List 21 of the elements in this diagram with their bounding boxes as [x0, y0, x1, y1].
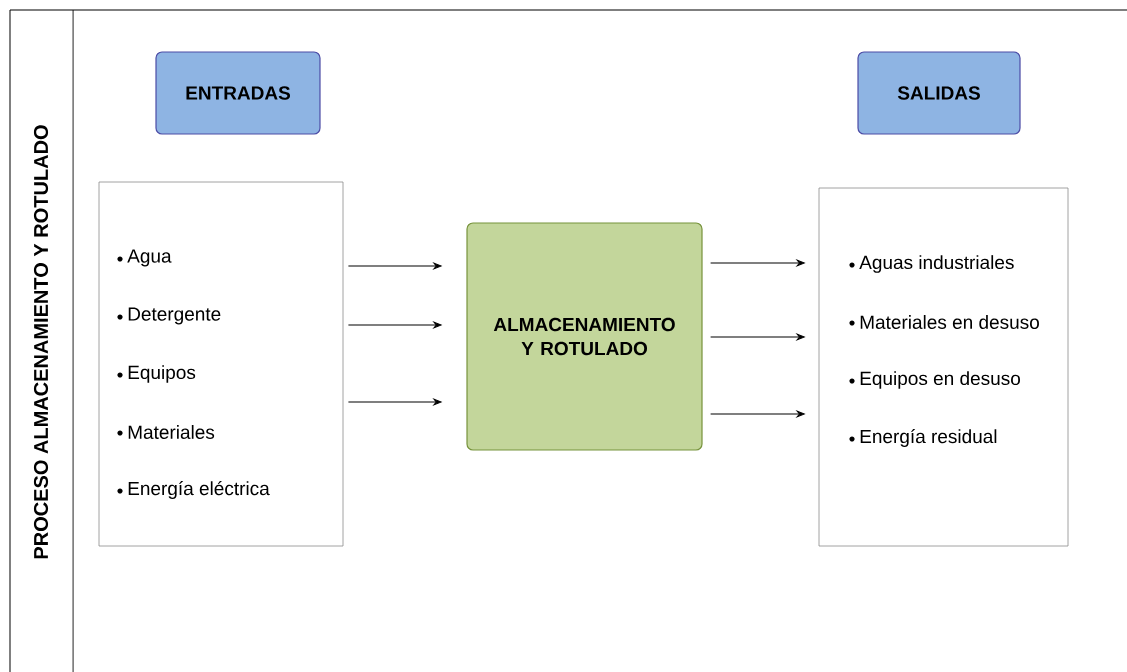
list-item: Materiales — [128, 425, 215, 439]
list-item: Equipos — [128, 365, 196, 383]
arrow — [710, 259, 805, 267]
arrow — [347, 398, 442, 406]
arrow — [347, 321, 442, 329]
list-box — [98, 181, 344, 547]
list-item: Energía residual — [860, 429, 997, 447]
list-box — [818, 187, 1069, 547]
list-item: Equipos en desuso — [860, 371, 1020, 389]
arrow — [710, 410, 805, 418]
arrow — [347, 262, 442, 270]
list-item: Detergente — [128, 307, 221, 325]
list-item: Energía eléctrica — [128, 481, 270, 499]
vertical-title: PROCESO ALMACENAMIENTO Y ROTULADO — [33, 125, 49, 559]
header-box: SALIDAS — [857, 51, 1021, 135]
list-item: Aguas industriales — [859, 255, 1014, 273]
process-box: ALMACENAMIENTO Y ROTULADO — [466, 222, 703, 451]
arrow — [710, 333, 805, 341]
list-item: Agua — [127, 249, 172, 267]
list-item: Materiales en desuso — [860, 315, 1039, 329]
header-box: ENTRADAS — [155, 51, 321, 135]
